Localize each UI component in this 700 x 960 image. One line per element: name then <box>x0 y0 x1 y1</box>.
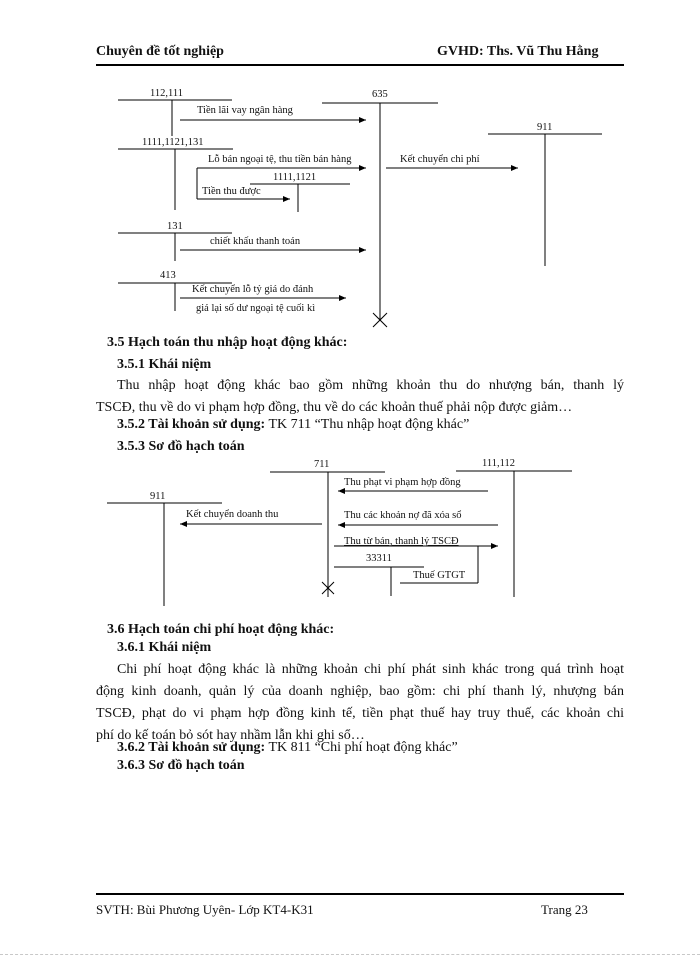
section-3-6-1-paragraph: Chi phí hoạt động khác là những khoản ch… <box>96 659 624 747</box>
label-discount: chiết khấu thanh toán <box>210 236 301 247</box>
para1-line1: Thu nhập hoạt động khác bao gồm những kh… <box>117 378 624 393</box>
header-rule <box>96 64 624 66</box>
section-3-5-2-text: TK 711 “Thu nhập hoạt động khác” <box>265 417 470 432</box>
label-written-off: Thu các khoản nợ đã xóa sổ <box>344 510 462 521</box>
section-3-5-2-label: 3.5.2 Tài khoản sử dụng: <box>117 417 266 432</box>
section-3-6-1-title: 3.6.1 Khái niệm <box>117 640 212 655</box>
para1-line2: TSCĐ, thu về do vi phạm hợp đồng, thu về… <box>96 400 573 415</box>
page-break-line <box>0 954 700 955</box>
section-3-5-2: 3.5.2 Tài khoản sử dụng: TK 711 “Thu nhậ… <box>117 417 469 433</box>
section-3-6-3-title: 3.6.3 Sơ đồ hạch toán <box>117 758 245 773</box>
account-label-1111b: 1111,1121 <box>273 172 316 183</box>
section-3-6-2-label: 3.6.2 Tài khoản sử dụng: <box>117 740 266 755</box>
para2-line2: động kinh doanh, quản lý của doanh nghiệ… <box>96 684 624 699</box>
account-label-131: 131 <box>167 221 183 232</box>
section-3-5-title: 3.5 Hạch toán thu nhập hoạt động khác: <box>107 335 348 350</box>
footer-student: SVTH: Bùi Phương Uyên- Lớp KT4-K31 <box>96 902 314 917</box>
header-title: Chuyên đề tốt nghiệp <box>96 44 224 59</box>
section-3-6-title: 3.6 Hạch toán chi phí hoạt động khác: <box>107 622 335 637</box>
page-number: Trang 23 <box>541 902 588 917</box>
diagram-635: 112,111 635 911 1111,1121,131 1111,1121 … <box>118 88 602 328</box>
label-transfer-cost: Kết chuyển chi phí <box>400 154 480 165</box>
account-label-911: 911 <box>537 122 552 133</box>
section-3-6-2-text: TK 811 “Chi phí hoạt động khác” <box>265 740 458 755</box>
label-penalty: Thu phạt vi phạm hợp đồng <box>344 477 461 488</box>
header-advisor: GVHD: Ths. Vũ Thu Hằng <box>437 44 599 59</box>
section-3-6-2: 3.6.2 Tài khoản sử dụng: TK 811 “Chi phí… <box>117 740 458 756</box>
diagram-711: 711 111,112 911 33311 Thu phạt vi phạm h… <box>107 458 572 606</box>
account-label-111: 111,112 <box>482 458 515 469</box>
account-label-911b: 911 <box>150 491 165 502</box>
label-fx-loss: Lỗ bán ngoại tệ, thu tiền bán hàng <box>208 154 352 165</box>
footer-rule <box>96 893 624 895</box>
para2-line4: phí do kế toán bỏ sót hay nhầm lẫn khi g… <box>96 728 365 743</box>
para2-line1: Chi phí hoạt động khác là những khoản ch… <box>117 662 624 677</box>
account-label-33311: 33311 <box>366 553 392 564</box>
section-3-5-1-title: 3.5.1 Khái niệm <box>117 357 212 372</box>
t-account-711-close-b <box>321 581 335 595</box>
account-label-413: 413 <box>160 270 176 281</box>
account-label-635: 635 <box>372 89 388 100</box>
label-vat: Thuế GTGT <box>413 570 466 581</box>
section-3-5-1-paragraph: Thu nhập hoạt động khác bao gồm những kh… <box>96 375 624 419</box>
label-collected: Tiền thu được <box>202 186 261 197</box>
label-interest: Tiền lãi vay ngân hàng <box>197 105 294 116</box>
account-label-1111: 1111,1121,131 <box>142 137 203 148</box>
label-transfer-revenue: Kết chuyển doanh thu <box>186 509 279 520</box>
para2-line3: TSCĐ, phạt do vi phạm hợp đồng kinh tế, … <box>96 706 624 721</box>
account-label-112: 112,111 <box>150 88 183 99</box>
label-asset-sale: Thu từ bán, thanh lý TSCĐ <box>344 536 459 547</box>
section-3-5-3-title: 3.5.3 Sơ đồ hạch toán <box>117 439 245 454</box>
label-revaluation-2: giá lại số dư ngoại tệ cuối kì <box>196 303 315 314</box>
label-revaluation-1: Kết chuyển lỗ tỷ giá do đánh <box>192 284 314 295</box>
t-account-635-close-b <box>372 312 388 328</box>
account-label-711: 711 <box>314 459 329 470</box>
